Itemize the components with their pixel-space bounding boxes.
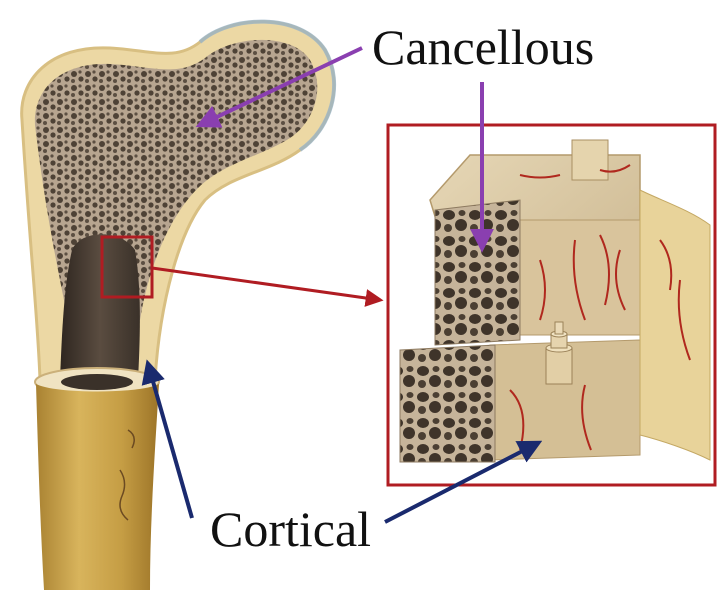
detail-spongy-lower — [400, 345, 495, 462]
detail-top-plates — [572, 140, 608, 180]
shaft-cut-cavity — [61, 374, 133, 390]
detail-periosteum — [640, 190, 710, 460]
cortical-label: Cortical — [210, 504, 371, 554]
detail-illustration — [388, 125, 715, 485]
zoom-connector-arrow — [152, 268, 380, 300]
detail-spongy-upper — [435, 200, 520, 345]
detail-upper-front-face — [520, 220, 640, 335]
medullary-cavity — [60, 234, 140, 380]
femur-shaft — [36, 384, 159, 590]
cancellous-label: Cancellous — [372, 22, 594, 72]
